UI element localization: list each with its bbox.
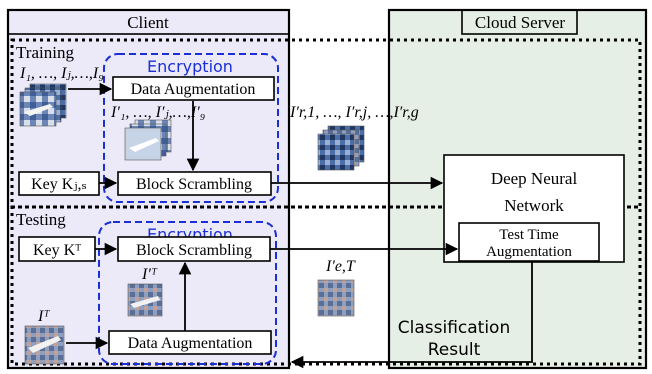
testing-input-image-label: Iᵀ [37,308,50,325]
tta-label-line2: Augmentation [486,244,572,260]
testing-key-label: Key Kᵀ [33,242,81,259]
testing-key-box [18,236,96,262]
training-encryption-label: Encryption [147,57,233,76]
scrambled-images-label: I′r,1, …, I′r,j, …,I′r,g [289,104,419,121]
encrypted-test-image [317,279,355,317]
testing-label: Testing [16,210,66,229]
testing-encryption-box [98,221,277,365]
dnn-label-line1: Deep Neural [491,169,578,188]
testing-input-image [24,325,65,365]
test-time-augmentation-box [458,222,600,262]
classification-result-line1: Classification [398,318,510,338]
client-title: Client [127,13,169,32]
training-key-label: Key Kⱼ,ₛ [31,176,87,193]
cloud-header-box [461,9,578,35]
encrypted-test-image-label: I′e,T [325,258,356,275]
training-input-image-stack [19,83,67,127]
arrow-classification-result [290,262,533,369]
training-block-scrambling-label: Block Scrambling [136,176,252,193]
testing-augmented-image [127,283,163,317]
training-data-augmentation-box [112,76,275,101]
scrambled-image-stack [317,125,365,171]
cloud-server-title: Cloud Server [475,13,566,32]
training-phase-box [10,38,642,209]
training-data-augmentation-label: Data Augmentation [131,81,256,98]
training-input-images-label: I₁, …, Iⱼ,…,I₉ [19,65,104,82]
testing-phase-box [10,205,642,366]
training-augmented-images-label: I′₁, …, I′ⱼ,…,I′₉ [110,104,205,121]
classification-result-line2: Result [428,340,481,360]
dnn-label-line2: Network [504,196,564,215]
training-encryption-box [103,53,279,203]
testing-data-augmentation-box [108,330,272,355]
tta-label-line1: Test Time [499,227,559,243]
training-label: Training [16,43,74,62]
testing-augmented-image-label: I′ᵀ [141,266,158,283]
training-augmented-image-stack [124,119,172,161]
testing-data-augmentation-label: Data Augmentation [128,335,253,352]
testing-block-scrambling-label: Block Scrambling [136,242,252,259]
client-header-box [7,9,290,35]
